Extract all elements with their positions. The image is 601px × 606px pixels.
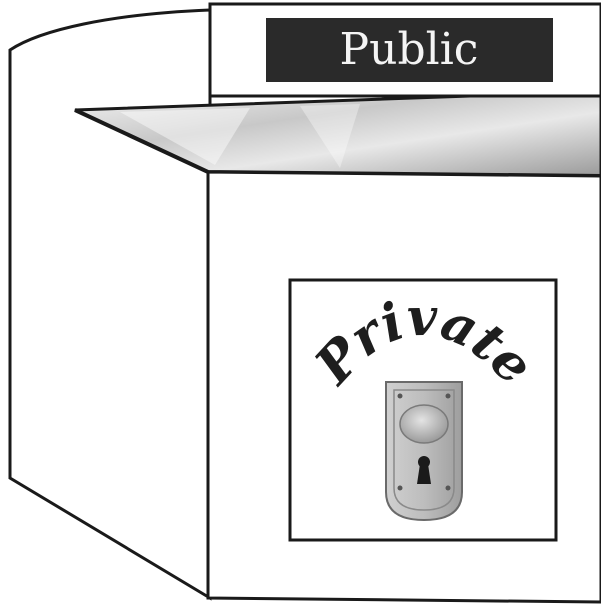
plate-screw-icon (398, 394, 403, 399)
box-left-side (10, 10, 210, 598)
plate-screw-icon (446, 394, 451, 399)
public-sign: Public (266, 18, 553, 82)
plate-screw-icon (398, 486, 403, 491)
door-knob-icon (400, 405, 448, 443)
private-panel: Private (290, 280, 556, 540)
keyhole-icon (417, 456, 431, 484)
plate-screw-icon (446, 486, 451, 491)
public-label: Public (340, 24, 479, 75)
keyhole-lock-plate-icon (386, 382, 462, 520)
